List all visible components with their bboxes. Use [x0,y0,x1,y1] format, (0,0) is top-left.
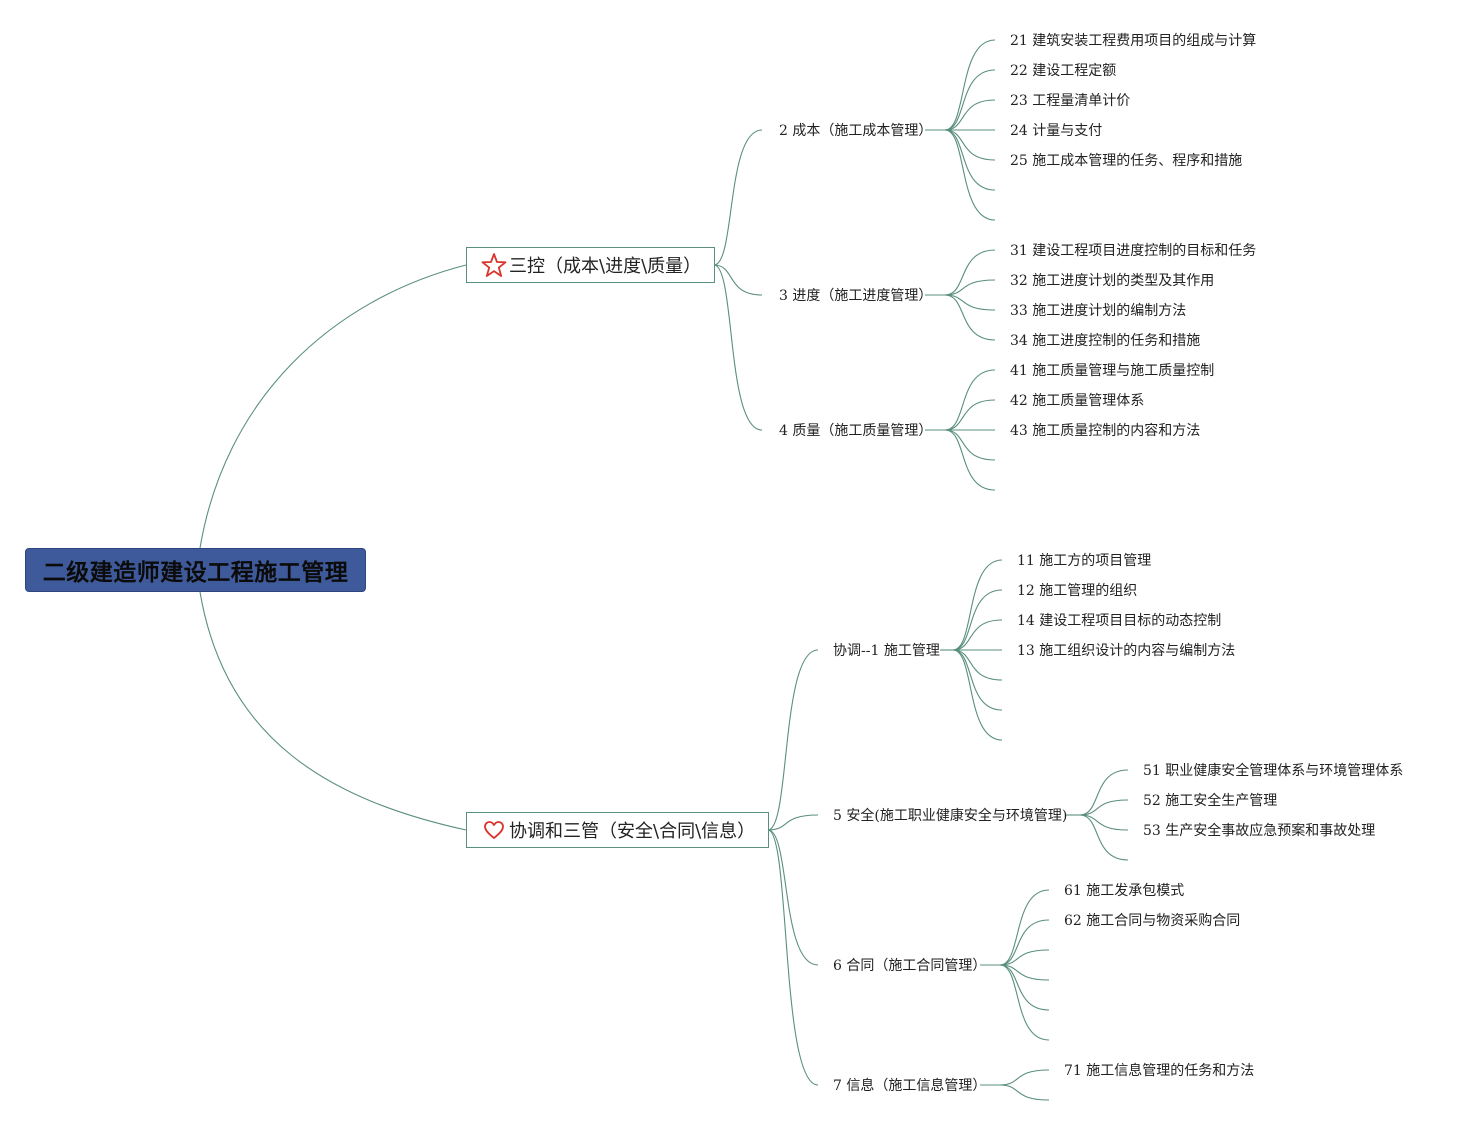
star-icon [481,252,507,278]
leaf-item[interactable]: 71 施工信息管理的任务和方法 [1064,1063,1255,1079]
leaf-item[interactable]: 32 施工进度计划的类型及其作用 [1010,273,1215,289]
leaf-item[interactable]: 31 建设工程项目进度控制的目标和任务 [1010,243,1257,259]
leaf-link [944,399,996,431]
leaf-item[interactable]: 12 施工管理的组织 [1017,583,1138,599]
leaf-link [999,1084,1050,1101]
leaf-link [944,294,996,341]
leaf-link [944,129,996,161]
leaf-link [944,279,996,296]
leaf-link [952,619,1003,651]
topic-coordination-three-management[interactable]: 协调和三管（安全\合同\信息） [466,812,769,848]
subtopic-cost[interactable]: 2 成本（施工成本管理） [779,123,933,139]
leaf-link [999,949,1050,966]
leaf-item[interactable]: 24 计量与支付 [1010,123,1103,139]
root-link [199,591,467,831]
leaf-item[interactable]: 25 施工成本管理的任务、程序和措施 [1010,153,1243,169]
leaf-item[interactable]: 53 生产安全事故应急预案和事故处理 [1143,823,1376,839]
subtopic-coordination[interactable]: 协调--1 施工管理 [833,643,940,659]
topic-link [713,129,763,266]
topic-link [713,264,763,431]
subtopic-contract[interactable]: 6 合同（施工合同管理） [833,958,987,974]
leaf-item[interactable]: 42 施工质量管理体系 [1010,393,1145,409]
leaf-link [1079,814,1129,861]
root-link [199,264,467,549]
leaf-item[interactable]: 23 工程量清单计价 [1010,93,1131,109]
subtopic-information[interactable]: 7 信息（施工信息管理） [833,1078,987,1094]
leaf-link [944,99,996,131]
leaf-item[interactable]: 43 施工质量控制的内容和方法 [1010,423,1201,439]
leaf-item[interactable]: 52 施工安全生产管理 [1143,793,1278,809]
leaf-link [999,919,1050,966]
leaf-link [1079,769,1129,816]
leaf-link [944,39,996,131]
topic-link [767,829,819,1086]
leaf-item[interactable]: 51 职业健康安全管理体系与环境管理体系 [1143,763,1404,779]
topic-link [767,814,819,831]
leaf-link [999,964,1050,1011]
leaf-link [1079,814,1129,831]
subtopic-safety[interactable]: 5 安全(施工职业健康安全与环境管理) [833,808,1068,824]
leaf-link [999,889,1050,966]
subtopic-quality[interactable]: 4 质量（施工质量管理） [779,423,933,439]
topic-link [767,649,819,831]
leaf-item[interactable]: 21 建筑安装工程费用项目的组成与计算 [1010,33,1257,49]
leaf-link [944,429,996,491]
leaf-item[interactable]: 13 施工组织设计的内容与编制方法 [1017,643,1236,659]
leaf-link [952,649,1003,741]
leaf-link [999,1069,1050,1086]
heart-icon [481,817,507,843]
topic-link [713,264,763,296]
topic-link [767,829,819,966]
leaf-link [944,129,996,221]
leaf-item[interactable]: 34 施工进度控制的任务和措施 [1010,333,1201,349]
leaf-link [944,369,996,431]
leaf-item[interactable]: 61 施工发承包模式 [1064,883,1185,899]
leaf-item[interactable]: 14 建设工程项目目标的动态控制 [1017,613,1222,629]
leaf-link [944,69,996,131]
leaf-item[interactable]: 22 建设工程定额 [1010,63,1117,79]
leaf-item[interactable]: 33 施工进度计划的编制方法 [1010,303,1187,319]
leaf-link [952,649,1003,681]
leaf-link [944,294,996,311]
leaf-link [1079,799,1129,816]
leaf-link [999,964,1050,1041]
subtopic-schedule[interactable]: 3 进度（施工进度管理） [779,288,933,304]
leaf-link [952,589,1003,651]
leaf-link [944,129,996,191]
leaf-item[interactable]: 11 施工方的项目管理 [1017,553,1152,569]
leaf-link [944,249,996,296]
leaf-item[interactable]: 41 施工质量管理与施工质量控制 [1010,363,1215,379]
leaf-link [999,964,1050,981]
leaf-link [944,429,996,461]
root-topic[interactable]: 二级建造师建设工程施工管理 [25,548,366,592]
leaf-link [952,559,1003,651]
leaf-item[interactable]: 62 施工合同与物资采购合同 [1064,913,1241,929]
topic-three-controls[interactable]: 三控（成本\进度\质量） [466,247,715,283]
